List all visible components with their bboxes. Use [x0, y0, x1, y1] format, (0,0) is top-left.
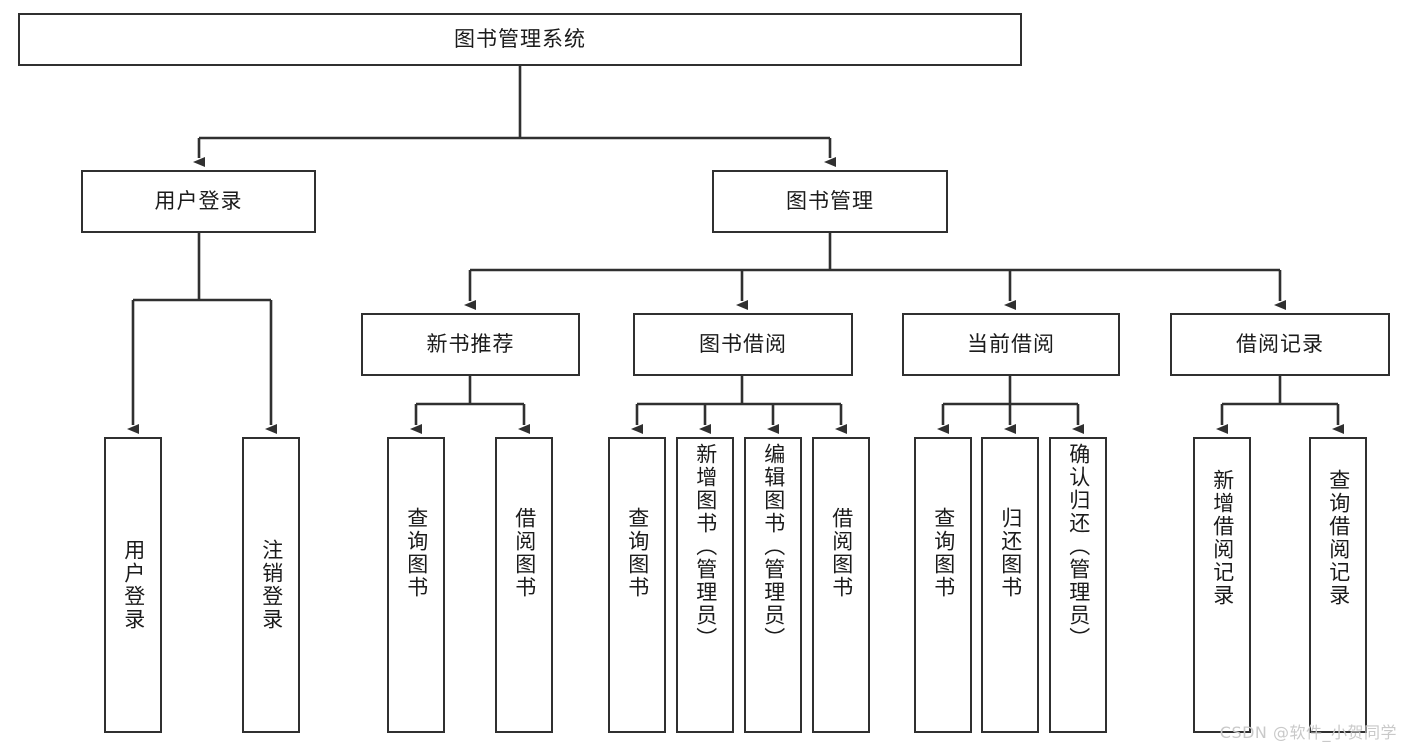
leaf-borrow-record-query[interactable]: 查询借阅记录: [1309, 437, 1367, 733]
node-borrow-record-label: 借阅记录: [1236, 332, 1324, 356]
node-current-borrow-label: 当前借阅: [967, 332, 1055, 356]
leaf-new-book-borrow-label: 借阅图书: [512, 507, 537, 599]
node-book-borrow[interactable]: 图书借阅: [633, 313, 853, 376]
leaf-borrow-record-query-label: 查询借阅记录: [1326, 469, 1351, 607]
leaf-book-borrow-borrow[interactable]: 借阅图书: [812, 437, 870, 733]
leaf-book-borrow-add-label: 新增图书（管理员）: [693, 443, 718, 650]
leaf-new-book-query-label: 查询图书: [404, 507, 429, 599]
node-current-borrow[interactable]: 当前借阅: [902, 313, 1120, 376]
leaf-current-borrow-return[interactable]: 归还图书: [981, 437, 1039, 733]
node-user-login-label: 用户登录: [154, 189, 243, 213]
leaf-new-book-query[interactable]: 查询图书: [387, 437, 445, 733]
node-new-book-recommend-label: 新书推荐: [426, 332, 515, 356]
node-book-management[interactable]: 图书管理: [712, 170, 948, 233]
node-new-book-recommend[interactable]: 新书推荐: [361, 313, 580, 376]
leaf-current-borrow-return-label: 归还图书: [998, 507, 1023, 599]
leaf-book-borrow-query[interactable]: 查询图书: [608, 437, 666, 733]
leaf-new-book-borrow[interactable]: 借阅图书: [495, 437, 553, 733]
node-borrow-record[interactable]: 借阅记录: [1170, 313, 1390, 376]
node-root-book-management-system[interactable]: 图书管理系统: [18, 13, 1022, 66]
leaf-current-borrow-confirm-return[interactable]: 确认归还（管理员）: [1049, 437, 1107, 733]
leaf-book-borrow-add[interactable]: 新增图书（管理员）: [676, 437, 734, 733]
node-root-label: 图书管理系统: [454, 27, 586, 51]
leaf-book-borrow-borrow-label: 借阅图书: [829, 507, 854, 599]
node-user-login[interactable]: 用户登录: [81, 170, 316, 233]
leaf-borrow-record-add[interactable]: 新增借阅记录: [1193, 437, 1251, 733]
leaf-book-borrow-edit-label: 编辑图书（管理员）: [761, 443, 786, 650]
node-book-management-label: 图书管理: [786, 189, 874, 213]
leaf-user-login-logout[interactable]: 注销登录: [242, 437, 300, 733]
leaf-book-borrow-query-label: 查询图书: [625, 507, 650, 599]
leaf-current-borrow-confirm-return-label: 确认归还（管理员）: [1066, 443, 1091, 650]
leaf-user-login-login-label: 用户登录: [121, 539, 146, 631]
leaf-current-borrow-query-label: 查询图书: [931, 507, 956, 599]
leaf-current-borrow-query[interactable]: 查询图书: [914, 437, 972, 733]
leaf-user-login-logout-label: 注销登录: [259, 539, 284, 631]
csdn-watermark: CSDN @软件_小贺同学: [1219, 723, 1397, 742]
leaf-book-borrow-edit[interactable]: 编辑图书（管理员）: [744, 437, 802, 733]
leaf-borrow-record-add-label: 新增借阅记录: [1210, 469, 1235, 607]
node-book-borrow-label: 图书借阅: [699, 332, 787, 356]
leaf-user-login-login[interactable]: 用户登录: [104, 437, 162, 733]
